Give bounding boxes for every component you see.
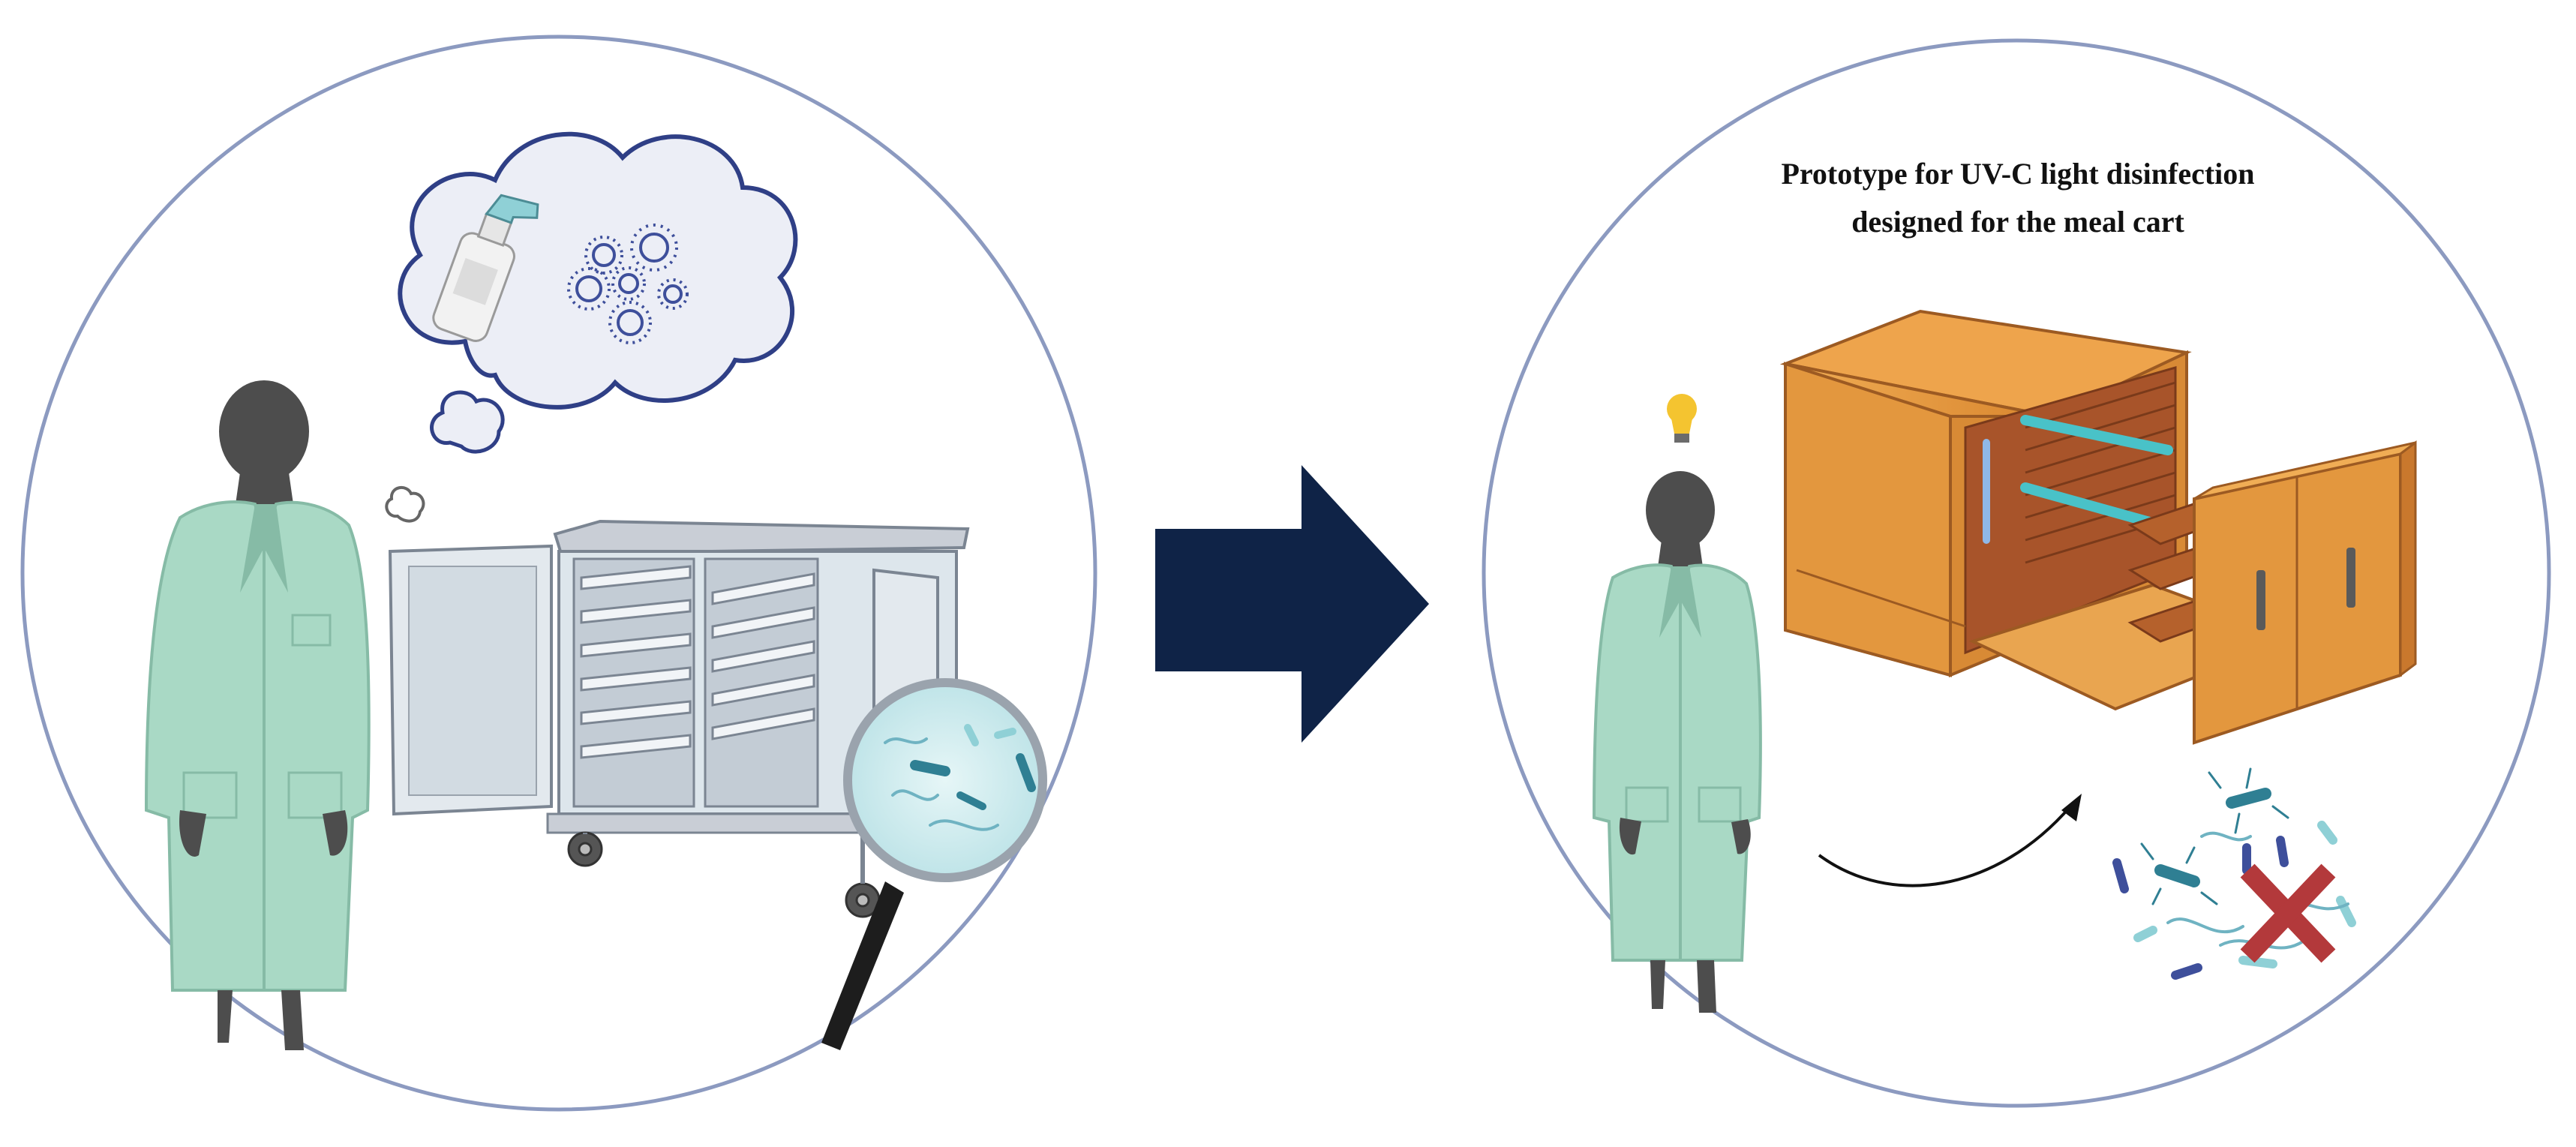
cabinet-slats [2025, 381, 2176, 564]
curved-arrow-head [2061, 794, 2082, 821]
light-bulb-icon [1667, 394, 1697, 443]
scientist-head [1646, 471, 1715, 549]
caption-line-2: designed for the meal cart [1851, 205, 2184, 239]
left-panel [20, 35, 1097, 1112]
bacteria-in-lens [884, 724, 1036, 831]
caption-line-1: Prototype for UV-C light disinfection [1781, 157, 2255, 191]
uvc-cabinet [1779, 309, 2417, 745]
virus-icon [608, 301, 652, 344]
virus-icon [567, 267, 611, 311]
right-panel [1482, 38, 2551, 1108]
virus-icon [657, 278, 689, 310]
virus-cluster [567, 224, 689, 344]
magnifying-glass-icon [821, 678, 1047, 1050]
spray-bottle-icon [432, 194, 539, 342]
curved-arrow [1818, 805, 2072, 887]
cart-trays [580, 565, 815, 759]
scientist-right [1592, 471, 1762, 1013]
scientist-left [144, 380, 371, 1050]
virus-icon [630, 224, 678, 272]
scientist-head [219, 380, 309, 482]
virus-icon [584, 236, 623, 275]
cross-mark-icon [2240, 863, 2336, 963]
bacteria-cluster [2112, 767, 2356, 980]
prototype-caption: Prototype for UV-C light disinfection de… [1643, 150, 2393, 246]
process-arrow [1155, 465, 1429, 743]
uv-lamps [1983, 415, 2173, 544]
virus-icon [611, 266, 646, 301]
cart-wheels [567, 831, 881, 918]
